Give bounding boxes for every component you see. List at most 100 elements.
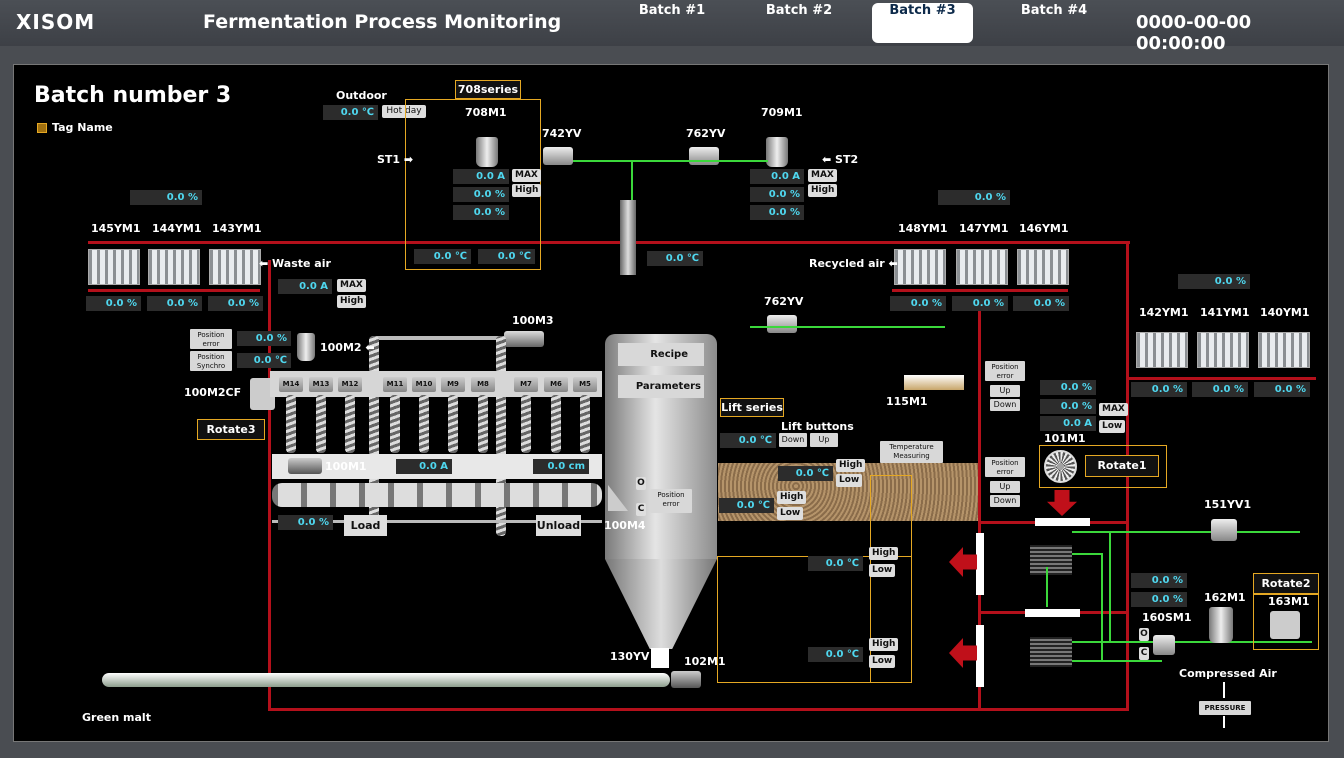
lift-buttons-label: Lift buttons	[781, 420, 854, 433]
100m1-cm: 0.0 cm	[533, 459, 589, 474]
hot-day-button[interactable]: Hot day	[382, 105, 426, 118]
recycled-air-label: Recycled air ⬅	[809, 257, 898, 270]
duct-temp: 0.0 ℃	[647, 251, 703, 266]
unload-button[interactable]: Unload	[536, 515, 581, 536]
fan-141ym1-value: 0.0 %	[1192, 382, 1248, 397]
parameters-button[interactable]: Parameters	[618, 375, 704, 398]
valve-151yv1-icon	[1211, 519, 1237, 541]
motor-162m1-label: 162M1	[1204, 591, 1246, 604]
position-synchro-button[interactable]: Position Synchro	[190, 351, 232, 371]
motor-101m1-icon	[1044, 450, 1077, 483]
red-pipe	[268, 708, 1129, 711]
green-malt-label: Green malt	[82, 711, 151, 724]
101m1-low-tag: Low	[1099, 420, 1126, 433]
lift-series-label: Lift series	[720, 398, 784, 417]
163m1-frame	[1253, 594, 1319, 650]
tab-batch-2[interactable]: Batch #2	[765, 3, 833, 18]
lift-low-tag: Low	[836, 474, 863, 487]
drive-rail	[372, 336, 506, 340]
fan-140ym1-icon	[1258, 332, 1310, 368]
motor-100m2-label: 100M2 ⬅	[320, 341, 375, 354]
screw-m10	[419, 395, 429, 453]
red-pipe	[88, 241, 1130, 244]
recipe-button[interactable]: Recipe	[618, 343, 704, 366]
motor-100m1-label: 100M1	[325, 460, 367, 473]
fan-146ym1-label: 146YM1	[1019, 222, 1069, 235]
motor-m12-label: M12	[338, 377, 362, 392]
fan-140ym1-value: 0.0 %	[1254, 382, 1310, 397]
708-temp2: 0.0 ℃	[478, 249, 535, 264]
lift-high-tag: High	[836, 459, 866, 472]
legend-tag-name: Tag Name	[52, 121, 113, 134]
left-arrow-icon	[949, 638, 977, 668]
damper-bar	[976, 625, 984, 687]
lift-temp3: 0.0 ℃	[719, 498, 774, 513]
lift-up-button[interactable]: Up	[810, 433, 838, 447]
rotate1-button[interactable]: Rotate1	[1085, 455, 1159, 477]
temperature-measuring-button[interactable]: Temperature Measuring	[880, 441, 943, 463]
load-value: 0.0 %	[278, 515, 333, 530]
lift-temp1: 0.0 ℃	[720, 433, 776, 448]
motor-m13-label: M13	[309, 377, 333, 392]
motor-102m1-label: 102M1	[684, 655, 726, 668]
tank-body	[605, 334, 717, 559]
115m1-up-button[interactable]: Up	[990, 385, 1020, 397]
red-pipe	[268, 260, 271, 710]
motor-708m1-icon	[476, 137, 498, 167]
160sm1-close-tag: C	[1139, 647, 1149, 660]
motor-708m1-label: 708M1	[465, 106, 507, 119]
rotate3-button[interactable]: Rotate3	[197, 419, 265, 440]
115m1-up-button-2[interactable]: Up	[990, 481, 1020, 493]
green-pipe	[1046, 567, 1048, 607]
fan-144ym1-label: 144YM1	[152, 222, 202, 235]
valve-742yv-icon	[543, 147, 573, 165]
100m4-position-error[interactable]: Position error	[650, 489, 692, 513]
fan-142ym1-value: 0.0 %	[1131, 382, 1187, 397]
screw-m5	[580, 395, 590, 453]
motor-102m1-icon	[671, 671, 701, 688]
160sm1-open-tag: O	[1139, 628, 1149, 641]
left-fans-total: 0.0 %	[130, 190, 202, 205]
rotate2-button[interactable]: Rotate2	[1253, 573, 1319, 594]
709m1-max-tag: MAX	[808, 169, 837, 182]
legend-swatch	[37, 123, 47, 133]
motor-m7-label: M7	[514, 377, 538, 392]
fan-142ym1-icon	[1136, 332, 1188, 368]
motor-709m1-label: 709M1	[761, 106, 803, 119]
709m1-pct2: 0.0 %	[750, 205, 804, 220]
115m1-position-error-1[interactable]: Position error	[985, 361, 1025, 381]
709m1-high-tag: High	[808, 184, 838, 197]
valve-762yv-label: 762YV	[686, 127, 726, 140]
fan-148ym1-icon	[894, 249, 946, 285]
115m1-position-error-2[interactable]: Position error	[985, 457, 1025, 477]
screw-m9	[448, 395, 458, 453]
lift-temp2: 0.0 ℃	[778, 466, 833, 481]
lift-low-tag: Low	[869, 564, 896, 577]
screw-m6	[551, 395, 561, 453]
clock: 0000-00-00 00:00:00	[1136, 12, 1252, 54]
tab-batch-4[interactable]: Batch #4	[1020, 3, 1088, 18]
tab-batch-1[interactable]: Batch #1	[638, 3, 706, 18]
auger	[272, 483, 602, 507]
load-button[interactable]: Load	[344, 515, 387, 536]
screw-m11	[390, 395, 400, 453]
fan-146ym1-value: 0.0 %	[1013, 296, 1069, 311]
115m1-down-button[interactable]: Down	[990, 399, 1020, 411]
tab-batch-3[interactable]: Batch #3	[872, 3, 973, 43]
fan-141ym1-label: 141YM1	[1200, 306, 1250, 319]
motor-709m1-icon	[766, 137, 788, 167]
green-malt-conveyor	[102, 673, 670, 687]
valve-160sm1-icon	[1153, 635, 1175, 655]
motor-115m1-icon	[904, 375, 964, 390]
position-error-button[interactable]: Position error	[190, 329, 232, 349]
right-fans-total: 0.0 %	[1178, 274, 1250, 289]
load-rail	[272, 520, 602, 523]
101m1-frame	[1039, 445, 1167, 488]
fan-147ym1-value: 0.0 %	[952, 296, 1008, 311]
fan-143ym1-value: 0.0 %	[208, 296, 263, 311]
lift-down-button[interactable]: Down	[779, 433, 807, 447]
down-arrow-icon	[1047, 490, 1077, 516]
pressure-button[interactable]: PRESSURE	[1199, 701, 1251, 715]
position-error-value: 0.0 %	[237, 331, 291, 346]
115m1-down-button-2[interactable]: Down	[990, 495, 1020, 507]
